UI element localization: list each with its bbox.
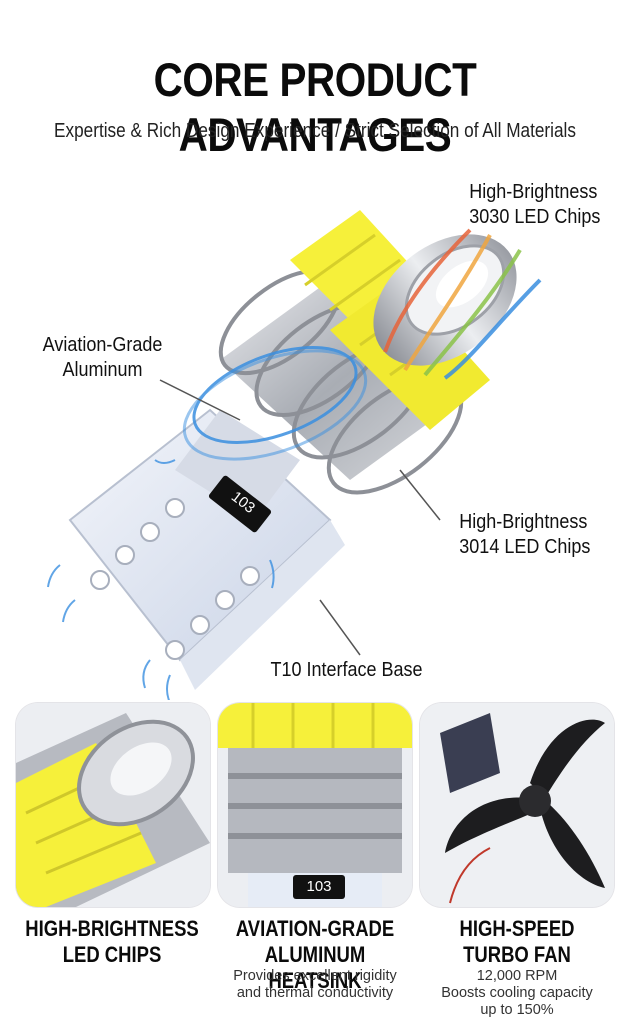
callout-3030-line1: High-Brightness xyxy=(469,181,598,203)
heatsink-bulb-label: 103 xyxy=(306,878,332,895)
feature-panel-heatsink: 103 xyxy=(218,703,412,907)
feature-title-heatsink: AVIATION-GRADE ALUMINUM HEATSINK xyxy=(227,916,403,994)
feature-desc-heatsink: Provides excellent rigidity and thermal … xyxy=(210,968,420,1002)
callout-3030-chips: High-Brightness 3030 LED Chips xyxy=(469,180,600,230)
callout-3014-chips: High-Brightness 3014 LED Chips xyxy=(459,510,590,560)
feature-panel-turbo-fan xyxy=(420,703,614,907)
airflow-rings xyxy=(182,345,368,461)
callout-aluminum-line1: Aviation-Grade xyxy=(42,334,163,356)
feature-desc-fan-line1: 12,000 RPM xyxy=(476,968,558,984)
heatsink-closeup-image xyxy=(218,703,412,907)
callout-aluminum-line2: Aluminum xyxy=(62,359,143,381)
feature-desc-fan-line3: up to 150% xyxy=(480,1002,554,1018)
feature-title-fan-line1: HIGH-SPEED xyxy=(459,916,575,941)
feature-title-fan-line2: TURBO FAN xyxy=(463,942,571,967)
callout-3014-line1: High-Brightness xyxy=(459,511,588,533)
feature-title-heatsink-line2: ALUMINUM HEATSINK xyxy=(264,942,366,993)
page-subtitle: Expertise & Rich Design Experience / Str… xyxy=(54,120,576,142)
airflow-arrows xyxy=(47,459,275,700)
feature-desc-turbo-fan: 12,000 RPM Boosts cooling capacity up to… xyxy=(412,968,622,1019)
callout-base: T10 Interface Base xyxy=(270,659,423,681)
feature-title-heatsink-line1: AVIATION-GRADE xyxy=(235,916,395,941)
callout-3014-line2: 3014 LED Chips xyxy=(459,536,591,558)
callout-aluminum: Aviation-Grade Aluminum xyxy=(43,333,163,383)
led-chips-closeup-image xyxy=(16,703,210,907)
light-beams xyxy=(383,228,542,380)
bulb-hero-illustration xyxy=(47,210,542,700)
feature-title-led-chips: HIGH-BRIGHTNESS LED CHIPS xyxy=(24,916,200,968)
feature-title-led-line2: LED CHIPS xyxy=(62,942,162,967)
feature-desc-heatsink-line1: Provides excellent rigidity xyxy=(233,968,397,984)
feature-title-led-line1: HIGH-BRIGHTNESS xyxy=(25,916,199,941)
callout-3030-line2: 3030 LED Chips xyxy=(469,206,601,228)
bulb-label-tag xyxy=(208,475,272,533)
feature-title-turbo-fan: HIGH-SPEED TURBO FAN xyxy=(429,916,605,968)
page-title: CORE PRODUCT ADVANTAGES xyxy=(153,53,477,161)
feature-desc-heatsink-line2: and thermal conductivity xyxy=(236,985,394,1001)
turbo-fan-image xyxy=(420,703,614,907)
feature-desc-fan-line2: Boosts cooling capacity xyxy=(441,985,593,1001)
feature-panel-led-chips xyxy=(16,703,210,907)
